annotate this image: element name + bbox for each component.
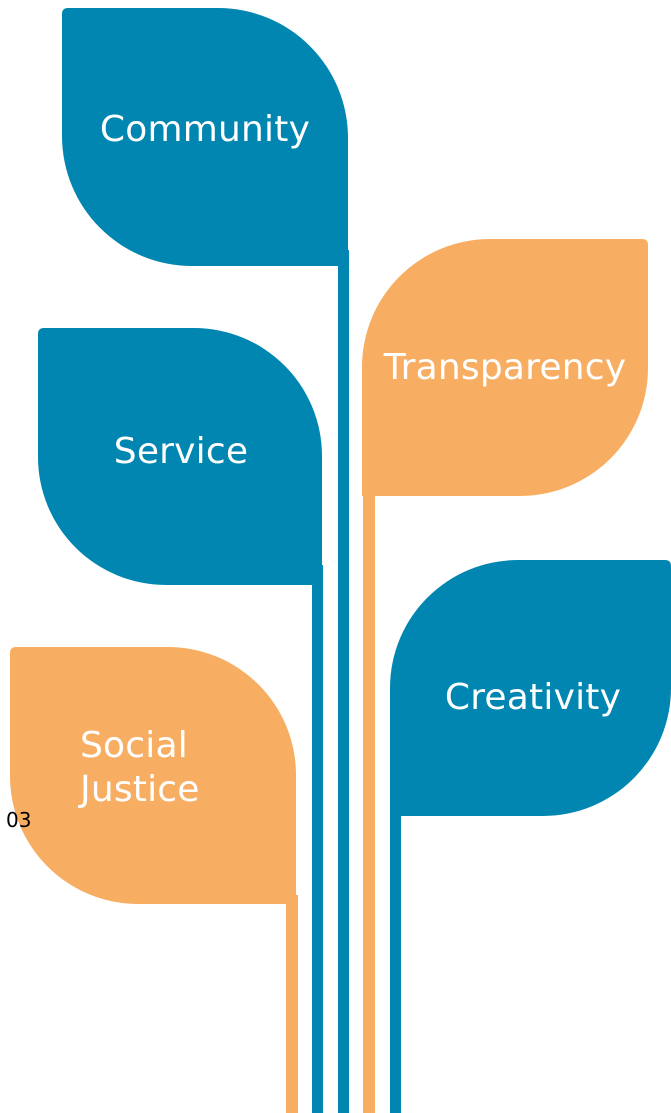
leaf-label-social-line2: Justice xyxy=(80,768,200,810)
leaf-service xyxy=(38,328,322,585)
leaf-creativity xyxy=(390,560,671,816)
leaf-label-community: Community xyxy=(99,109,311,150)
leaf-community xyxy=(62,8,348,266)
leaf-label-creativity: Creativity xyxy=(444,677,622,718)
leaf-label-transparency: Transparency xyxy=(383,347,627,388)
stem-transparency xyxy=(363,470,375,1113)
leaf-label-service: Service xyxy=(113,431,249,472)
stem-social-justice xyxy=(286,895,298,1113)
page-number: 03 xyxy=(6,808,32,832)
leaf-label-social-justice: Social Justice xyxy=(80,724,200,812)
leaf-social-justice xyxy=(10,647,296,904)
stem-community xyxy=(338,250,349,1113)
leaf-label-social-line1: Social xyxy=(80,725,188,766)
leaf-transparency xyxy=(362,239,648,496)
stem-creativity xyxy=(390,800,401,1113)
stem-service xyxy=(312,565,323,1113)
